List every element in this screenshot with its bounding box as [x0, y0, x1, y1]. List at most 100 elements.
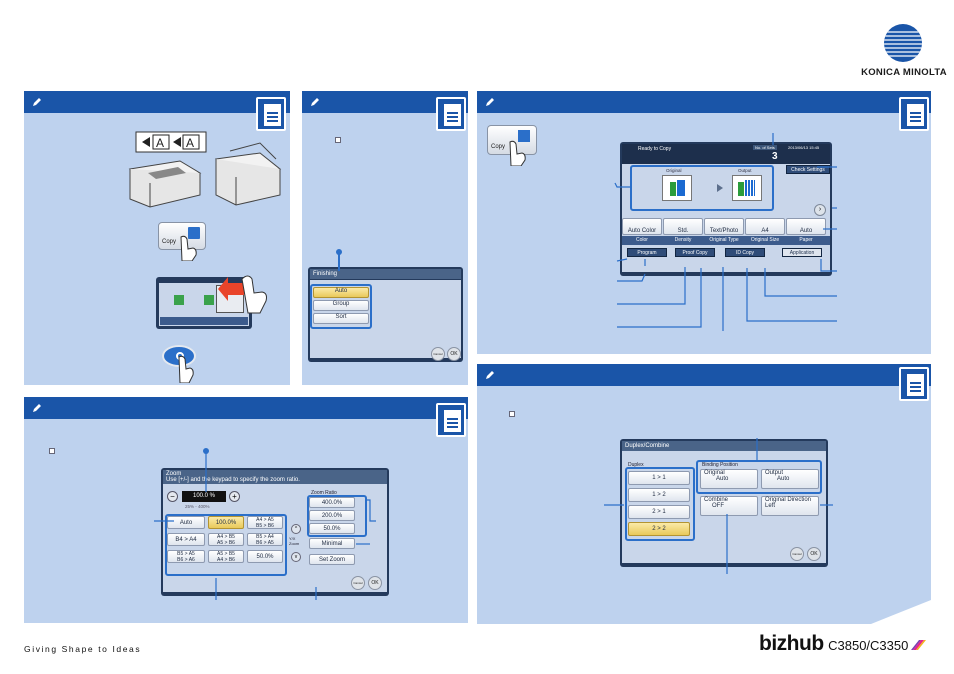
duplex-option-label: 2 > 2 — [652, 526, 666, 532]
finishing-option-label: Group — [332, 301, 350, 307]
duplex-option-label: 1 > 1 — [652, 475, 666, 481]
tab-application[interactable]: Application — [782, 248, 822, 257]
finger-icon — [180, 235, 197, 261]
preview-highlight — [630, 165, 774, 211]
panel-header — [24, 397, 468, 419]
info-bullet-icon — [509, 411, 515, 417]
finishing-option-label: Auto — [334, 288, 348, 294]
document-icon[interactable] — [436, 97, 466, 131]
zoom-minus-button[interactable]: − — [167, 491, 178, 502]
zoom-title-bar: Zoom Use [+/-] and the keypad to specify… — [163, 470, 387, 484]
copy-key-illustration[interactable]: Copy — [487, 125, 537, 166]
panel-finishing: Finishing Auto Group Sort Cancel OK — [302, 91, 468, 385]
duplex-title: Duplex/Combine — [622, 441, 826, 451]
ok-button[interactable]: OK — [807, 547, 821, 561]
finishing-highlight — [310, 284, 372, 329]
finishing-group-button[interactable]: Group — [313, 300, 369, 311]
document-icon[interactable] — [436, 403, 466, 437]
status-bar — [622, 144, 830, 164]
preset-b5-a5-button[interactable]: B5 > A5 B6 > A6 — [167, 550, 205, 563]
preset-a4-a5-button[interactable]: A4 > A5 B5 > B6 — [247, 516, 283, 529]
svg-text:A: A — [156, 136, 164, 150]
document-icon[interactable] — [899, 97, 929, 131]
xy-zoom-label: Y/X Zoom — [289, 536, 300, 546]
binding-original-button[interactable]: Original Auto — [700, 469, 758, 489]
ok-button[interactable]: OK — [447, 347, 461, 361]
original-size-button[interactable]: A4 — [745, 218, 785, 235]
minimal-button[interactable]: Minimal — [309, 538, 355, 549]
duplex-1-2-button[interactable]: 1 > 2 — [628, 488, 690, 502]
page-corner-fold — [871, 600, 931, 624]
finishing-screen: Finishing Auto Group Sort Cancel OK — [308, 267, 463, 362]
original-type-value: Text/Photo — [709, 228, 739, 234]
duplex-label: Duplex — [628, 462, 644, 468]
duplex-1-1-button[interactable]: 1 > 1 — [628, 471, 690, 485]
density-label: Density — [674, 237, 692, 243]
finishing-option-label: Sort — [335, 314, 347, 320]
preset-a5-b5-button[interactable]: A5 > B5 A4 > B6 — [208, 550, 244, 563]
zoom-value[interactable]: 100.0 % — [182, 491, 226, 502]
datetime: 2013/06/13 15:45 — [788, 145, 820, 150]
preset-b5-a4-button[interactable]: B5 > A4 B6 > A5 — [247, 533, 283, 546]
binding-label: Binding Position — [702, 462, 738, 468]
auto-zoom-button[interactable]: Auto — [167, 516, 205, 529]
copy-key-label: Copy — [491, 144, 506, 150]
original-size-value: A4 — [761, 228, 769, 234]
finishing-sort-button[interactable]: Sort — [313, 313, 369, 324]
duplex-2-2-button[interactable]: 2 > 2 — [628, 522, 690, 536]
finger-icon — [509, 140, 526, 166]
original-direction-button[interactable]: Original Direction Left — [761, 496, 819, 516]
tab-id-copy[interactable]: ID Copy — [725, 248, 765, 257]
tab-proof-copy[interactable]: Proof Copy — [675, 248, 715, 257]
output-preview — [732, 175, 762, 201]
copy-key-illustration[interactable]: Copy — [158, 222, 206, 261]
binding-output-button[interactable]: Output Auto — [761, 469, 819, 489]
paper-label: Paper — [799, 237, 813, 243]
arrow-right-icon — [717, 184, 723, 192]
document-icon[interactable] — [256, 97, 286, 131]
status-text: Ready to Copy — [638, 146, 672, 152]
pencil-icon — [486, 371, 494, 379]
preset-100-button[interactable]: 100.0% — [208, 516, 244, 529]
duplex-2-1-button[interactable]: 2 > 1 — [628, 505, 690, 519]
set-zoom-button[interactable]: Set Zoom — [309, 554, 355, 565]
preset-a4-b5-button[interactable]: A4 > B5 A5 > B6 — [208, 533, 244, 546]
cancel-button[interactable]: Cancel — [431, 347, 445, 361]
product-logo: bizhub C3850/C3350 — [759, 632, 934, 658]
zoom-instruction: Use [+/-] and the keypad to specify the … — [166, 477, 300, 483]
color-button[interactable]: Auto Color — [622, 218, 662, 235]
original-type-button[interactable]: Text/Photo — [704, 218, 744, 235]
original-placement-illustration: A A — [120, 129, 288, 209]
ratio-200-button[interactable]: 200.0% — [309, 510, 355, 521]
finishing-auto-button[interactable]: Auto — [313, 287, 369, 298]
next-arrow-button[interactable]: › — [814, 204, 826, 216]
preset-highlight — [165, 514, 287, 576]
zoom-range: 25% - 400% — [185, 504, 210, 509]
document-icon[interactable] — [899, 367, 929, 401]
scroll-down-button[interactable]: v — [291, 552, 301, 562]
preset-b4-a4-button[interactable]: B4 > A4 — [167, 533, 205, 546]
scroll-up-button[interactable]: ^ — [291, 524, 301, 534]
duplex-screen: Duplex/Combine Duplex 1 > 1 1 > 2 2 > 1 … — [620, 439, 828, 567]
ratio-400-button[interactable]: 400.0% — [309, 497, 355, 508]
check-settings-button[interactable]: Check Settings — [786, 165, 830, 174]
density-button[interactable]: Std. — [663, 218, 703, 235]
ok-button[interactable]: OK — [368, 576, 382, 590]
ratio-highlight — [307, 495, 367, 537]
panel-header — [477, 364, 931, 386]
zoom-plus-button[interactable]: + — [229, 491, 240, 502]
tab-program[interactable]: Program — [627, 248, 667, 257]
preset-50-button[interactable]: 50.0% — [247, 550, 283, 563]
cancel-button[interactable]: Cancel — [790, 547, 804, 561]
zoom-ratio-label: Zoom Ratio — [311, 490, 337, 496]
copy-key-icon — [518, 130, 530, 142]
panel-header — [302, 91, 468, 113]
combine-button[interactable]: Combine OFF — [700, 496, 758, 516]
original-type-label: Original Type — [709, 237, 739, 243]
ratio-50-button[interactable]: 50.0% — [309, 523, 355, 534]
paper-button[interactable]: Auto — [786, 218, 826, 235]
pencil-icon — [33, 98, 41, 106]
cancel-button[interactable]: Cancel — [351, 576, 365, 590]
original-label: Original — [666, 168, 682, 173]
finger-icon — [178, 355, 194, 383]
